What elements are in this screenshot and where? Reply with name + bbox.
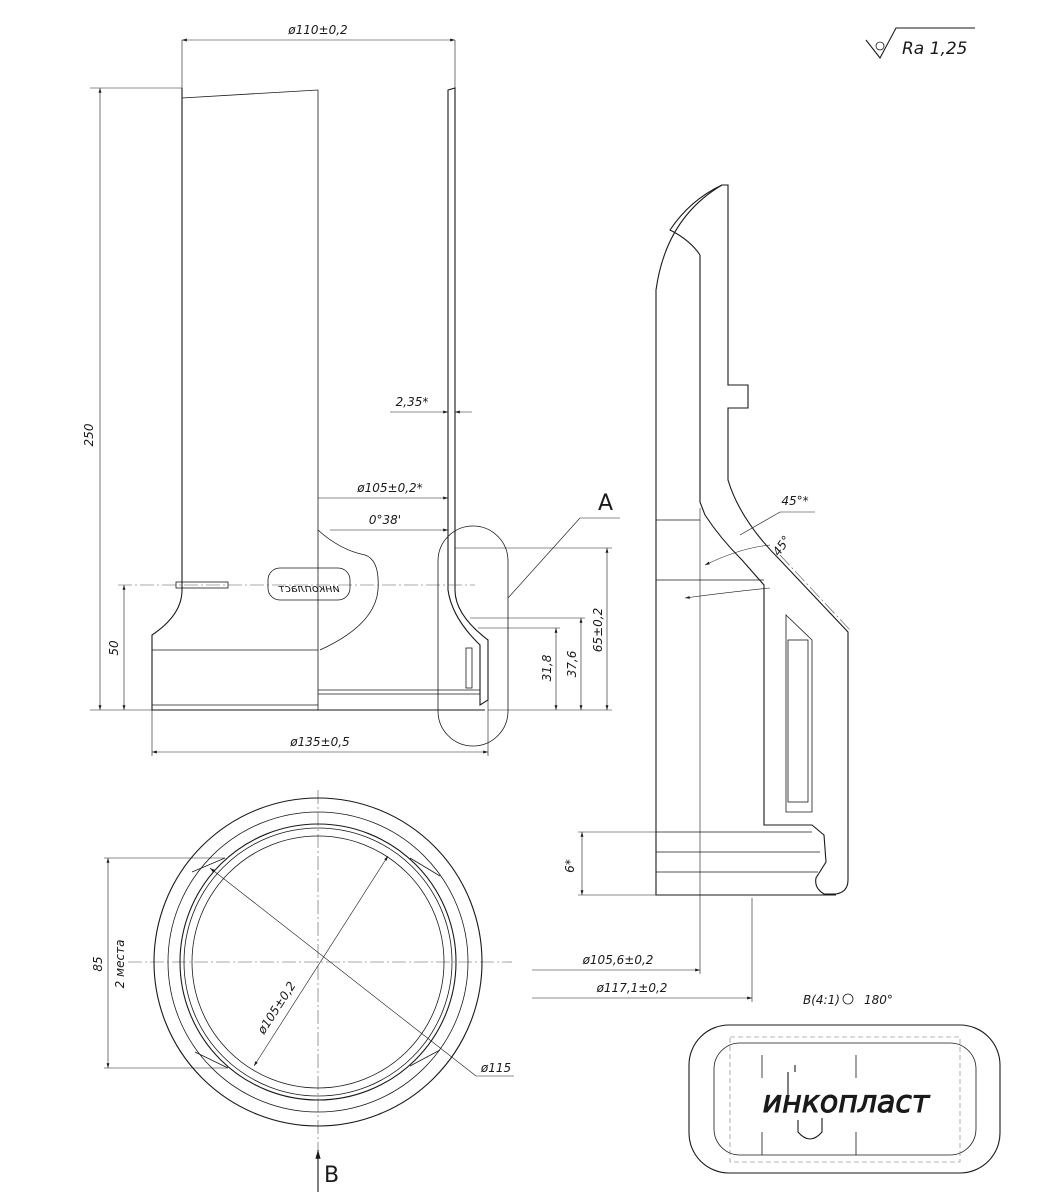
- dim-wall: 2,35*: [396, 395, 429, 409]
- section-view: 45°* 45° 6* ø105,6±0,2 ø117,1±0,2: [532, 184, 851, 1002]
- logo-plate-inner: [713, 1042, 977, 1156]
- front-view: инкопласт A ø110±0,2 250 50 2,35* ø105±0…: [82, 23, 620, 756]
- dim-65: 65±0,2: [591, 608, 605, 652]
- dim-45-2: 45°: [770, 533, 794, 558]
- pipe-outline: [151, 88, 485, 711]
- roughness-symbol: Ra 1,25: [865, 27, 975, 60]
- dim-6: 6*: [563, 859, 577, 873]
- dim-inner-diameter: ø105±0,2*: [356, 481, 422, 495]
- dim-37-6: 37,6: [565, 650, 579, 677]
- detail-a-outline: [437, 525, 509, 747]
- detail-a-label: A: [598, 491, 613, 516]
- dim-top-diameter: ø110±0,2: [287, 23, 347, 37]
- dim-socket-height: 50: [107, 640, 121, 656]
- logo-mirrored-text: инкопласт: [278, 582, 340, 595]
- dim-45-1: 45°*: [781, 494, 808, 508]
- logo-text: инкопласт: [763, 1085, 931, 1120]
- dim-bottom-diameter: ø135±0,5: [289, 735, 349, 749]
- dim-31-8: 31,8: [540, 654, 554, 681]
- dim-105-6: ø105,6±0,2: [582, 953, 654, 967]
- detail-view: B(4:1) 180° инкопласт: [688, 993, 1001, 1174]
- bottom-view: ø115 ø105±0,2 85 2 места B: [91, 790, 514, 1192]
- pipe-wall-section: [447, 87, 489, 706]
- socket-logo: инкопласт: [267, 567, 351, 601]
- logo-plate-outer: [688, 1024, 1001, 1174]
- dim-height: 250: [82, 423, 96, 446]
- detail-title: B(4:1): [803, 993, 840, 1007]
- detail-rotation: 180°: [864, 993, 893, 1007]
- outer-ring: [153, 797, 483, 1127]
- dim-85: 85: [91, 956, 105, 971]
- view-label-b: B: [324, 1163, 339, 1188]
- dim-117-1: ø117,1±0,2: [596, 981, 668, 995]
- dim-places: 2 места: [113, 940, 127, 989]
- dim-diameter-115: ø115: [480, 1061, 511, 1075]
- dim-angle: 0°38': [369, 513, 401, 527]
- dim-diameter-105: ø105±0,2: [254, 979, 299, 1037]
- section-wall: [669, 184, 849, 895]
- roughness-label: Ra 1,25: [902, 39, 968, 59]
